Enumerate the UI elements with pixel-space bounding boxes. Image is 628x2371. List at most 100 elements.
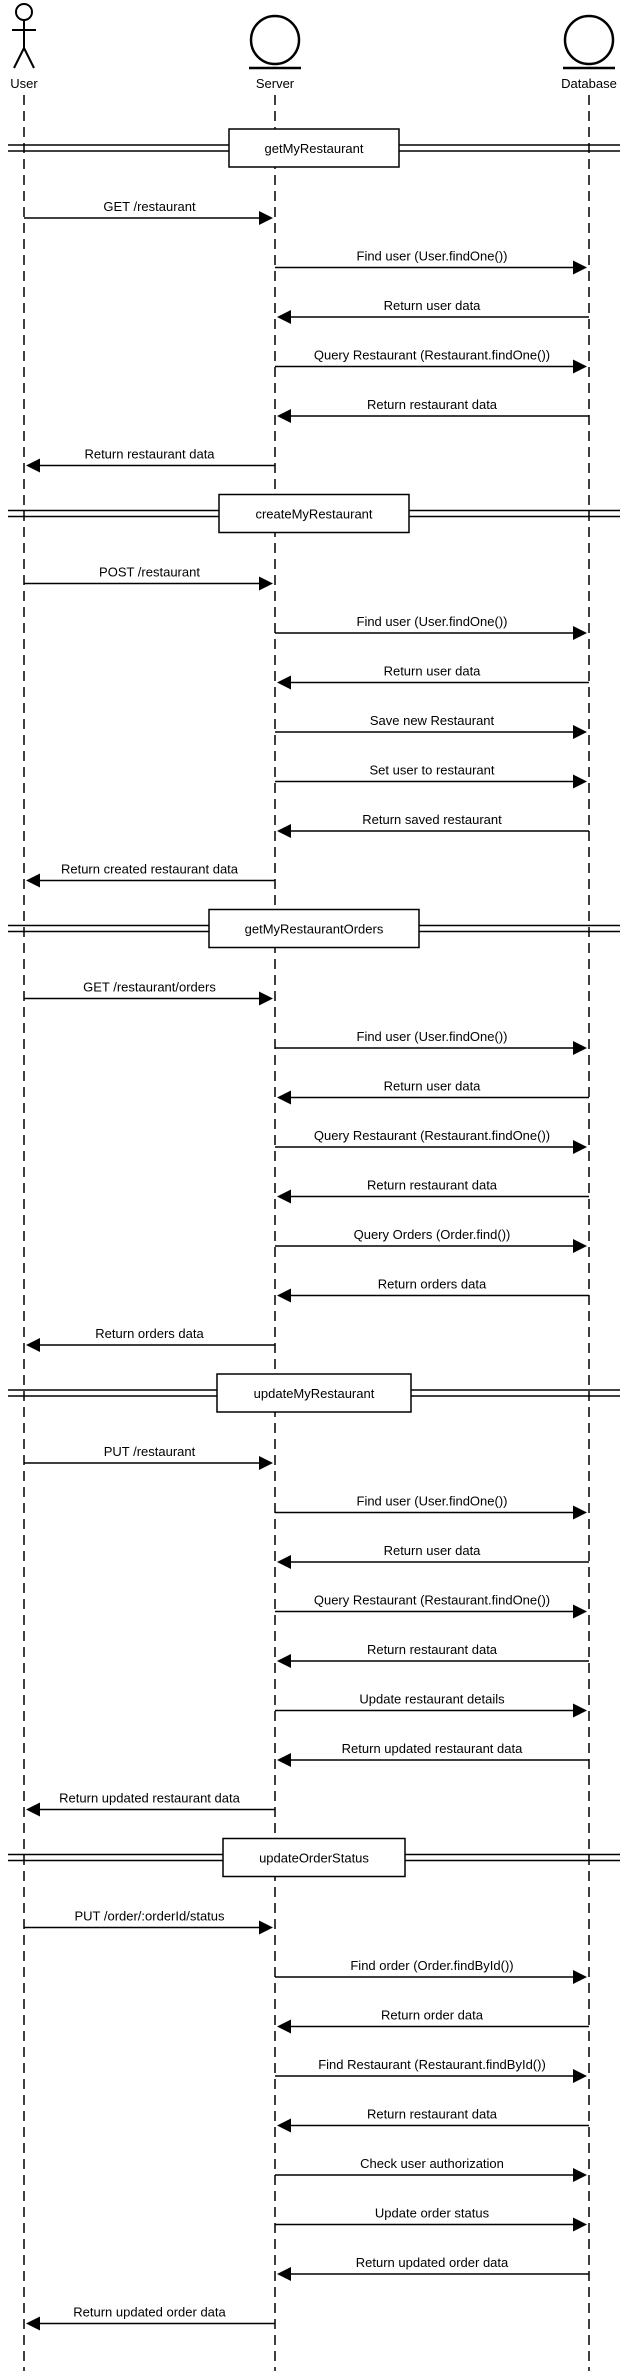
- section-title: updateMyRestaurant: [254, 1386, 375, 1401]
- arrowhead-icon: [26, 1802, 40, 1817]
- arrowhead-icon: [573, 1703, 587, 1718]
- message-arrow: Find order (Order.findById()): [275, 1958, 587, 1984]
- section-frames: getMyRestaurant createMyRestaurant getMyRe…: [8, 128, 620, 1878]
- message-label: Return user data: [384, 664, 482, 679]
- message-arrow: PUT /order/:orderId/status: [24, 1909, 273, 1935]
- participant-server: Server: [249, 14, 301, 91]
- arrowhead-icon: [277, 1555, 291, 1569]
- message-label: Query Restaurant (Restaurant.findOne()): [314, 1128, 550, 1143]
- arrowhead-icon: [26, 458, 40, 473]
- arrowhead-icon: [573, 1140, 587, 1154]
- message-label: Find user (User.findOne()): [357, 614, 508, 629]
- message-label: Find Restaurant (Restaurant.findById()): [318, 2057, 546, 2072]
- message-arrow: Return restaurant data: [277, 1178, 589, 1204]
- boundary-icon: [249, 14, 301, 66]
- message-label: Return orders data: [378, 1277, 487, 1292]
- arrowhead-icon: [259, 1920, 273, 1935]
- arrowhead-icon: [573, 1041, 587, 1055]
- section-title-box: [222, 1837, 406, 1878]
- message-label: Return updated restaurant data: [59, 1791, 240, 1806]
- section-divider-1: createMyRestaurant: [8, 493, 620, 534]
- arrowhead-icon: [277, 2019, 291, 2034]
- message-arrow: Query Restaurant (Restaurant.findOne()): [275, 1128, 587, 1154]
- message-arrow: Return restaurant data: [277, 397, 589, 423]
- message-arrow: Save new Restaurant: [275, 713, 587, 739]
- arrowhead-icon: [573, 774, 587, 789]
- message-label: Return orders data: [95, 1326, 204, 1341]
- section-title: updateOrderStatus: [259, 1851, 369, 1866]
- arrowhead-icon: [277, 409, 291, 423]
- message-label: Query Restaurant (Restaurant.findOne()): [314, 1593, 550, 1608]
- actor-head-icon: [15, 3, 33, 21]
- message-arrow: Check user authorization: [275, 2156, 587, 2182]
- section-title-box: [218, 493, 410, 534]
- message-label: Check user authorization: [360, 2156, 504, 2171]
- message-label: GET /restaurant/orders: [83, 980, 216, 995]
- message-arrow: Find Restaurant (Restaurant.findById()): [275, 2057, 587, 2083]
- arrowhead-icon: [573, 626, 587, 640]
- message-label: Return restaurant data: [367, 1178, 498, 1193]
- actor-left-leg: [13, 47, 25, 69]
- message-arrow: Return user data: [277, 1543, 589, 1569]
- message-arrow: Set user to restaurant: [275, 763, 587, 789]
- message-label: Return user data: [384, 1079, 482, 1094]
- message-label: Save new Restaurant: [370, 713, 495, 728]
- message-label: Return restaurant data: [367, 1642, 498, 1657]
- message-arrow: Return order data: [277, 2008, 589, 2034]
- arrowhead-icon: [259, 991, 273, 1006]
- message-label: Return created restaurant data: [61, 862, 239, 877]
- message-arrow: Return orders data: [277, 1277, 589, 1303]
- message-arrow: PUT /restaurant: [24, 1444, 273, 1470]
- arrowhead-icon: [259, 576, 273, 591]
- section-title-box: [216, 1373, 412, 1413]
- arrowhead-icon: [277, 1288, 291, 1303]
- section-divider-0: getMyRestaurant: [8, 128, 620, 168]
- message-arrow: Find user (User.findOne()): [275, 1029, 587, 1055]
- actor-right-leg: [23, 47, 35, 69]
- message-arrow: Return updated order data: [26, 2305, 275, 2331]
- participant-label-server: Server: [256, 76, 295, 91]
- message-arrow: Return user data: [277, 298, 589, 324]
- arrowhead-icon: [26, 1338, 40, 1352]
- arrowhead-icon: [277, 824, 291, 838]
- message-arrow: Find user (User.findOne()): [275, 614, 587, 640]
- participant-db: Database: [561, 14, 617, 91]
- arrowhead-icon: [573, 260, 587, 275]
- message-arrow: Return restaurant data: [26, 447, 275, 473]
- message-label: Find order (Order.findById()): [350, 1958, 513, 1973]
- message-label: Return updated order data: [73, 2305, 226, 2320]
- message-label: Return user data: [384, 1543, 482, 1558]
- message-label: Set user to restaurant: [369, 763, 494, 778]
- arrowhead-icon: [277, 310, 291, 324]
- message-label: Return saved restaurant: [362, 812, 502, 827]
- message-arrow: Query Restaurant (Restaurant.findOne()): [275, 1593, 587, 1619]
- message-label: Find user (User.findOne()): [357, 1494, 508, 1509]
- message-label: POST /restaurant: [99, 565, 200, 580]
- arrowhead-icon: [573, 1239, 587, 1253]
- message-arrow: Query Restaurant (Restaurant.findOne()): [275, 348, 587, 374]
- arrowhead-icon: [277, 1090, 291, 1105]
- message-arrow: Query Orders (Order.find()): [275, 1227, 587, 1253]
- arrowhead-icon: [26, 873, 40, 888]
- message-label: Find user (User.findOne()): [357, 1029, 508, 1044]
- section-title-box: [208, 908, 420, 949]
- message-arrow: Find user (User.findOne()): [275, 1494, 587, 1520]
- message-arrow: Update order status: [275, 2206, 587, 2232]
- message-arrow: Return created restaurant data: [26, 862, 275, 888]
- lifelines: [23, 95, 590, 2371]
- message-arrow: Return orders data: [26, 1326, 275, 1352]
- message-label: Return user data: [384, 298, 482, 313]
- arrowhead-icon: [573, 2069, 587, 2083]
- section-divider-4: updateOrderStatus: [8, 1837, 620, 1878]
- arrowhead-icon: [277, 2118, 291, 2133]
- message-arrow: Return saved restaurant: [277, 812, 589, 838]
- section-title-box: [228, 128, 400, 168]
- message-arrow: GET /restaurant: [24, 199, 273, 225]
- arrowhead-icon: [573, 1970, 587, 1984]
- message-label: PUT /restaurant: [104, 1444, 196, 1459]
- section-title: getMyRestaurantOrders: [245, 922, 384, 937]
- message-arrow: GET /restaurant/orders: [24, 980, 273, 1006]
